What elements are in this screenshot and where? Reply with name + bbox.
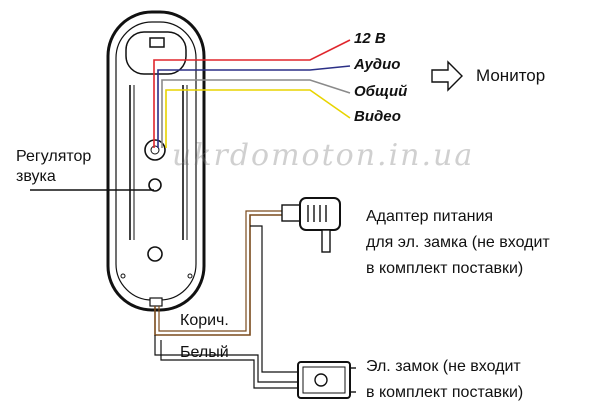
wire-brown-1 — [154, 214, 300, 336]
label-volume-line2: звука — [16, 168, 56, 185]
panel-body — [106, 10, 206, 312]
wire-video — [165, 89, 351, 148]
panel-top-window — [125, 31, 187, 75]
lock-note-line1: Эл. замок (не входит — [366, 358, 521, 375]
wire-power — [153, 39, 351, 148]
volume-knob — [148, 178, 162, 192]
lock-wires — [154, 210, 300, 389]
panel-pin-1 — [120, 273, 126, 279]
label-volume-line1: Регулятор — [16, 148, 92, 165]
label-white: Белый — [180, 344, 229, 361]
wire-brown-2 — [158, 210, 300, 332]
panel-top-clip — [149, 37, 165, 48]
plug-pin — [321, 229, 331, 253]
label-brown: Корич. — [180, 312, 229, 329]
adapter-note-line1: Адаптер питания — [366, 208, 494, 225]
monitor-wires — [153, 39, 351, 148]
label-video: Видео — [354, 108, 401, 125]
lock-note-line2: в комплект поставки) — [366, 384, 524, 401]
power-adapter-plug — [281, 197, 341, 253]
label-monitor: Монитор — [476, 66, 546, 85]
lock-inner — [302, 366, 346, 394]
wire-audio — [157, 65, 351, 148]
wire-white-2 — [160, 340, 300, 389]
wire-common — [161, 79, 351, 148]
door-panel — [106, 10, 206, 312]
adapter-note-line3: в комплект поставки) — [366, 260, 524, 277]
panel-screw-top — [144, 139, 166, 161]
panel-pin-2 — [187, 273, 193, 279]
label-common: Общий — [354, 83, 408, 100]
wire-white-3 — [250, 225, 300, 373]
lock-keyhole — [314, 373, 328, 387]
panel-screw-top-inner — [150, 145, 160, 155]
label-audio: Аудио — [354, 56, 401, 73]
monitor-arrow — [431, 60, 463, 92]
plug-neck — [281, 204, 301, 222]
watermark: ukrdomoton.in.ua — [172, 138, 475, 173]
panel-bottom-tab — [149, 297, 163, 307]
wire-white-1 — [154, 335, 300, 383]
panel-screw-bottom — [147, 246, 163, 262]
electric-lock — [297, 361, 356, 399]
adapter-note-line2: для эл. замка (не входит — [366, 234, 550, 251]
label-power: 12 В — [354, 30, 386, 47]
